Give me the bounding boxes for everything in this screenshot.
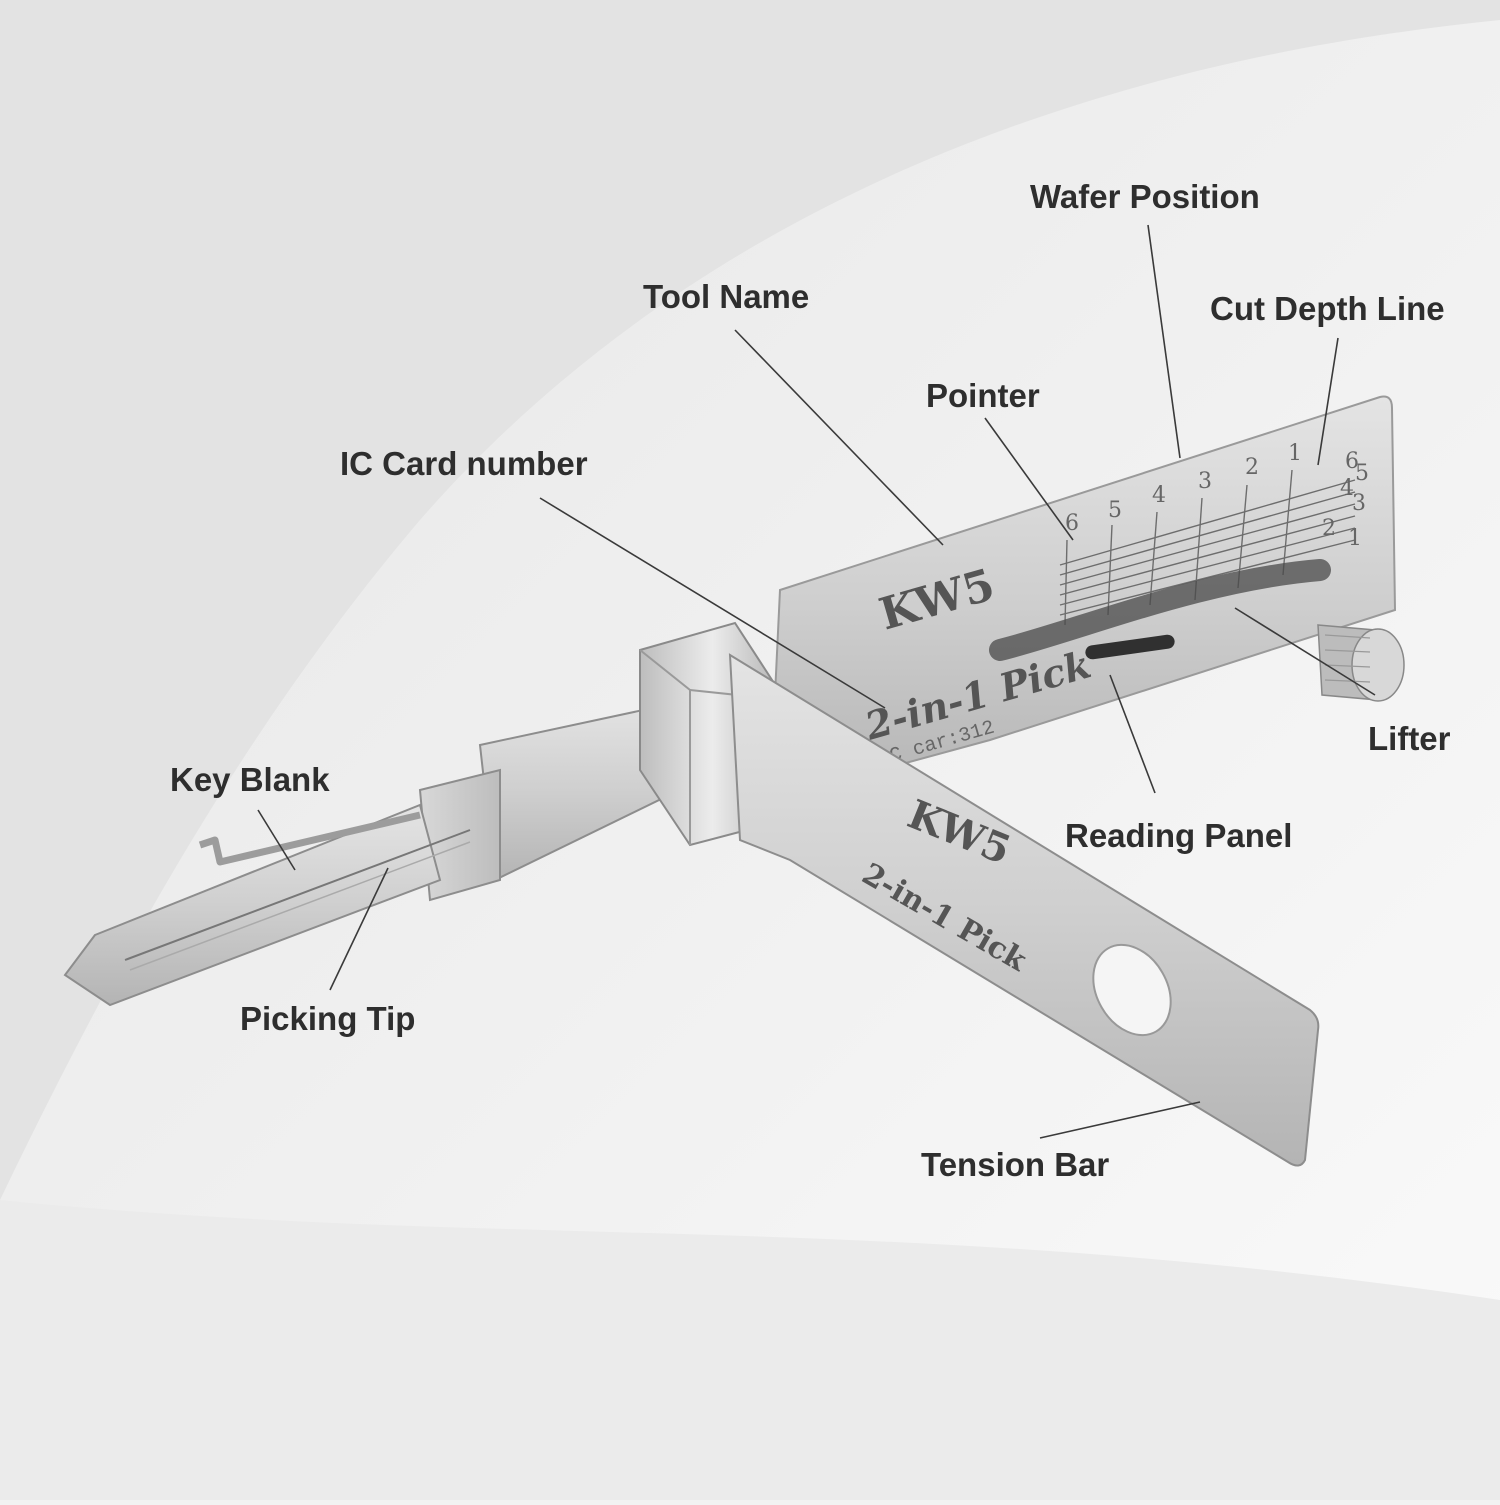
wafer-number: 5 (1108, 498, 1122, 523)
callout-wafer-position: Wafer Position (1030, 178, 1260, 215)
callout-lifter: Lifter (1368, 720, 1451, 757)
leader-pointer (984, 417, 1074, 541)
callout-cut-depth-line: Cut Depth Line (1210, 290, 1445, 327)
callout-leaders (257, 224, 1376, 1139)
leader-lifter (1234, 607, 1376, 696)
wafer-number-scale: 6 5 4 3 2 1 (1065, 441, 1302, 536)
leader-tool-name (734, 329, 944, 546)
lifter-knob (1317, 624, 1405, 702)
wafer-number: 4 (1152, 483, 1166, 508)
callout-reading-panel: Reading Panel (1065, 817, 1293, 854)
depth-number: 1 (1348, 526, 1362, 551)
wafer-number: 6 (1065, 511, 1079, 536)
depth-number: 4 (1340, 476, 1354, 501)
tension-bar-body: KW5 2-in-1 Pick (728, 653, 1320, 1167)
background-shade-bottom (0, 1200, 1500, 1500)
callout-ic-card-number: IC Card number (340, 445, 588, 482)
callout-tool-name: Tool Name (643, 278, 810, 315)
leader-picking-tip (329, 867, 389, 991)
callout-picking-tip: Picking Tip (240, 1000, 416, 1037)
leader-key-blank (257, 809, 296, 871)
wafer-number: 2 (1245, 455, 1259, 480)
callout-key-blank: Key Blank (170, 761, 330, 798)
depth-grid (1059, 469, 1356, 626)
leader-tension-bar (1039, 1101, 1201, 1139)
callout-pointer: Pointer (926, 377, 1040, 414)
wafer-number: 1 (1288, 441, 1302, 466)
depth-number: 6 (1345, 449, 1359, 474)
leader-wafer-position (1147, 224, 1181, 459)
depth-number: 5 (1355, 461, 1369, 486)
wafer-number: 3 (1198, 469, 1212, 494)
depth-number: 2 (1322, 516, 1336, 541)
pointer-arm (989, 559, 1331, 661)
background-shade-top (0, 0, 1500, 1200)
depth-number: 3 (1352, 491, 1366, 516)
reading-slot (1085, 634, 1175, 660)
leader-cut-depth-line (1317, 337, 1339, 466)
leader-reading-panel (1109, 674, 1156, 794)
leader-ic-card-number (539, 497, 886, 709)
callout-tension-bar: Tension Bar (921, 1146, 1110, 1183)
